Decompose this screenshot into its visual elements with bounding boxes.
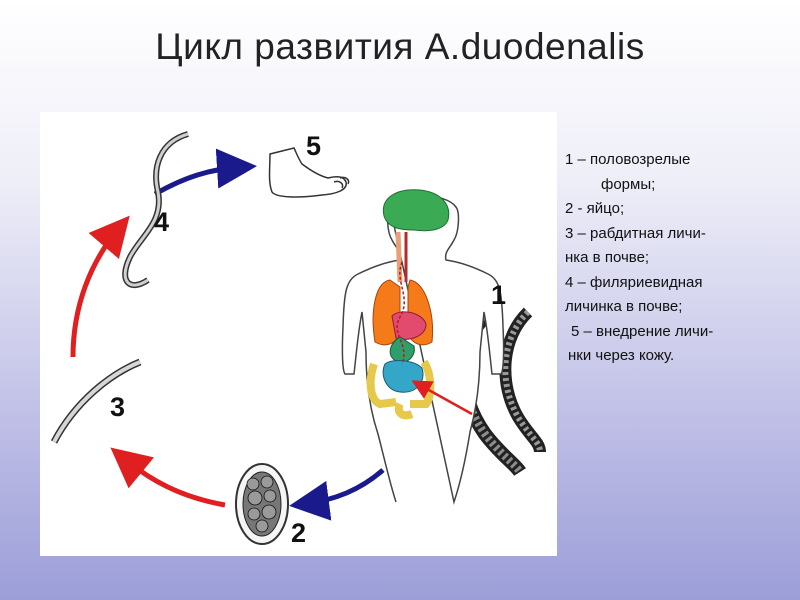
legend-line: 4 – филяриевидная [565,273,703,291]
legend-line: личинка в почве; [565,298,683,315]
legend-line: нка в почве; [565,249,650,266]
arrow-rhabditiform-to-filariform [70,215,130,358]
life-cycle-graphic [50,131,546,545]
egg-drawing [235,463,289,545]
arrow-egg-to-rhabditiform [110,447,226,508]
human-body [341,189,505,505]
foot-drawing [268,147,350,198]
legend-line: 1 – половозрелые [565,151,691,168]
stage-number-2: 2 [291,518,307,548]
stage-number-3: 3 [110,392,126,422]
life-cycle-diagram: 1 2 3 4 5 [40,112,557,556]
arrow-human-to-egg [289,468,385,521]
slide-title: Цикл развития A.duodenalis [155,26,645,67]
legend-line: 2 - яйцо; [565,200,625,217]
arrow-worms-to-intestine [411,380,473,416]
filariform-larva [122,131,189,288]
legend: 1 – половозрелые формы; 2 - яйцо; 3 – ра… [565,148,795,369]
stage-number-1: 1 [491,280,507,310]
legend-line: нки через кожу. [568,347,675,364]
stage-number-5: 5 [306,131,322,161]
legend-line: 3 – рабдитная личи- [565,224,706,242]
arrow-filariform-to-skin [153,148,257,197]
rhabditiform-larva [50,358,142,444]
legend-line: 5 – внедрение личи- [571,322,714,340]
stage-number-4: 4 [154,207,170,237]
legend-line: формы; [601,175,656,193]
